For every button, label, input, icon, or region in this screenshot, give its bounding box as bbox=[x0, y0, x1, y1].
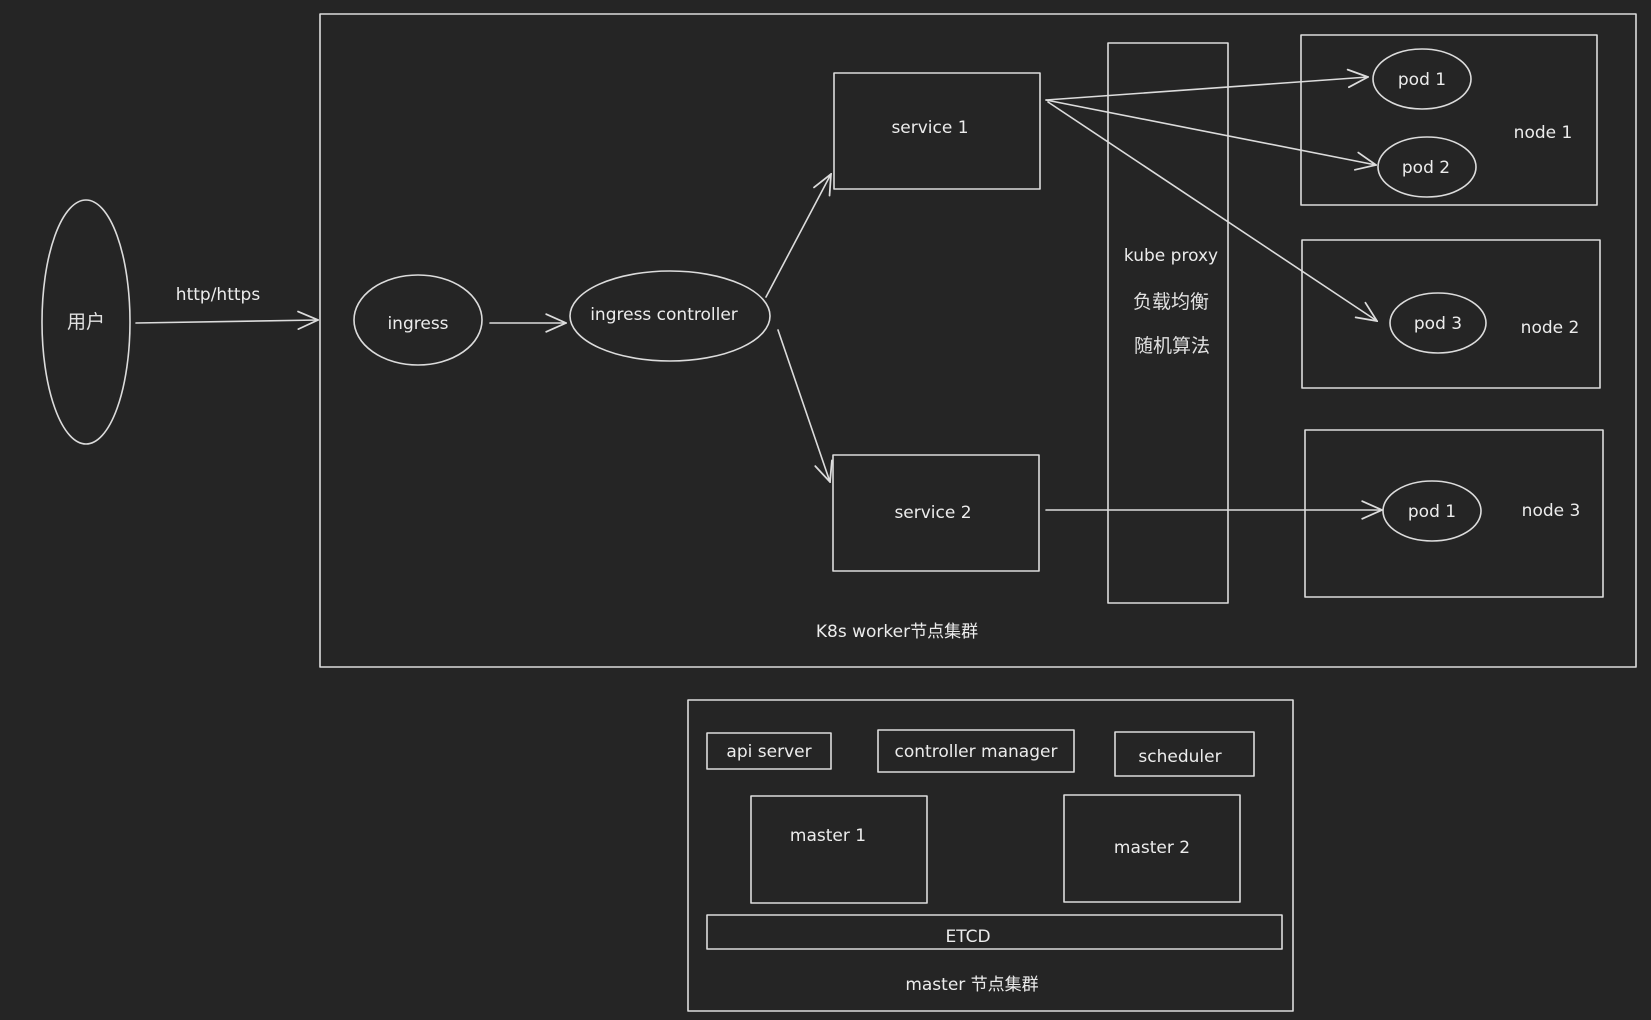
user-to-cluster-edge: http/https bbox=[135, 285, 318, 323]
api-server[interactable]: api server bbox=[706, 732, 832, 770]
master-1[interactable]: master 1 bbox=[750, 795, 928, 904]
scheduler-label: scheduler bbox=[1138, 747, 1221, 767]
service-1[interactable]: service 1 bbox=[833, 72, 1041, 190]
service-2-box bbox=[832, 454, 1040, 572]
controller-manager[interactable]: controller manager bbox=[877, 729, 1075, 773]
master-1-label: master 1 bbox=[790, 826, 866, 846]
user-node[interactable]: 用户 bbox=[41, 199, 131, 445]
service1-to-pod1-edge bbox=[1045, 77, 1368, 101]
ingress-ellipse bbox=[353, 274, 483, 366]
controller-to-service1-edge bbox=[765, 174, 831, 298]
api-server-box bbox=[706, 732, 832, 770]
worker-cluster[interactable]: K8s worker节点集群 bbox=[319, 13, 1637, 668]
scheduler-box bbox=[1114, 731, 1255, 777]
node-3-label: node 3 bbox=[1522, 501, 1581, 521]
pod-label: pod 1 bbox=[1398, 70, 1446, 90]
master-2-label: master 2 bbox=[1114, 838, 1190, 858]
ingress-node[interactable]: ingress bbox=[353, 274, 483, 366]
node-2-box bbox=[1301, 239, 1601, 389]
master-2-box bbox=[1063, 794, 1241, 903]
kube-proxy-random-algorithm: 随机算法 bbox=[1134, 335, 1210, 357]
node-3[interactable]: node 3 pod 1 bbox=[1304, 429, 1604, 598]
master-2[interactable]: master 2 bbox=[1063, 794, 1241, 903]
controller-to-service2-edge bbox=[777, 329, 830, 482]
controller-manager-label: controller manager bbox=[895, 742, 1058, 762]
node-2-pod-3[interactable]: pod 3 bbox=[1389, 292, 1487, 354]
pod-label: pod 1 bbox=[1408, 502, 1456, 522]
pod-ellipse bbox=[1389, 292, 1487, 354]
master-cluster[interactable]: master 节点集群 api server controller manage… bbox=[687, 699, 1294, 1012]
service1-to-pod3-edge bbox=[1047, 101, 1377, 321]
node-2-label: node 2 bbox=[1521, 318, 1580, 338]
pod-ellipse bbox=[1377, 136, 1477, 198]
node-1-label: node 1 bbox=[1514, 123, 1573, 143]
master-1-box bbox=[750, 795, 928, 904]
node-3-box bbox=[1304, 429, 1604, 598]
ingress-label: ingress bbox=[387, 314, 448, 334]
service-1-label: service 1 bbox=[891, 118, 968, 138]
node-1[interactable]: node 1 pod 1 pod 2 bbox=[1300, 34, 1598, 206]
controller-manager-box bbox=[877, 729, 1075, 773]
kube-proxy-box bbox=[1107, 42, 1229, 604]
service-2-label: service 2 bbox=[894, 503, 971, 523]
kube-proxy-load-balance: 负载均衡 bbox=[1133, 291, 1209, 313]
etcd-box bbox=[706, 914, 1283, 950]
service1-to-pod2-edge bbox=[1045, 99, 1376, 165]
master-cluster-label: master 节点集群 bbox=[905, 975, 1038, 995]
master-cluster-frame bbox=[687, 699, 1294, 1012]
scheduler[interactable]: scheduler bbox=[1114, 731, 1255, 777]
ingress-controller-ellipse bbox=[569, 270, 771, 362]
worker-cluster-label: K8s worker节点集群 bbox=[816, 622, 978, 642]
node-1-pod-1[interactable]: pod 1 bbox=[1372, 48, 1472, 110]
ingress-controller-node[interactable]: ingress controller bbox=[569, 270, 771, 362]
node-1-pod-2[interactable]: pod 2 bbox=[1377, 136, 1477, 198]
ingress-controller-label: ingress controller bbox=[590, 305, 738, 325]
pod-label: pod 2 bbox=[1402, 158, 1450, 178]
kube-proxy-title: kube proxy bbox=[1124, 246, 1218, 266]
worker-cluster-frame bbox=[319, 13, 1637, 668]
service-2[interactable]: service 2 bbox=[832, 454, 1040, 572]
user-ellipse bbox=[41, 199, 131, 445]
node-1-box bbox=[1300, 34, 1598, 206]
service-1-box bbox=[833, 72, 1041, 190]
pod-ellipse bbox=[1372, 48, 1472, 110]
node-2[interactable]: node 2 pod 3 bbox=[1301, 239, 1601, 389]
etcd-label: ETCD bbox=[945, 927, 990, 947]
user-edge-line bbox=[135, 320, 318, 323]
pod-ellipse bbox=[1382, 480, 1482, 542]
etcd[interactable]: ETCD bbox=[706, 914, 1283, 950]
api-server-label: api server bbox=[726, 742, 811, 762]
kube-proxy[interactable]: kube proxy 负载均衡 随机算法 bbox=[1107, 42, 1229, 604]
user-label: 用户 bbox=[67, 311, 105, 333]
pod-label: pod 3 bbox=[1414, 314, 1462, 334]
user-edge-label: http/https bbox=[176, 285, 261, 305]
node-3-pod-1[interactable]: pod 1 bbox=[1382, 480, 1482, 542]
